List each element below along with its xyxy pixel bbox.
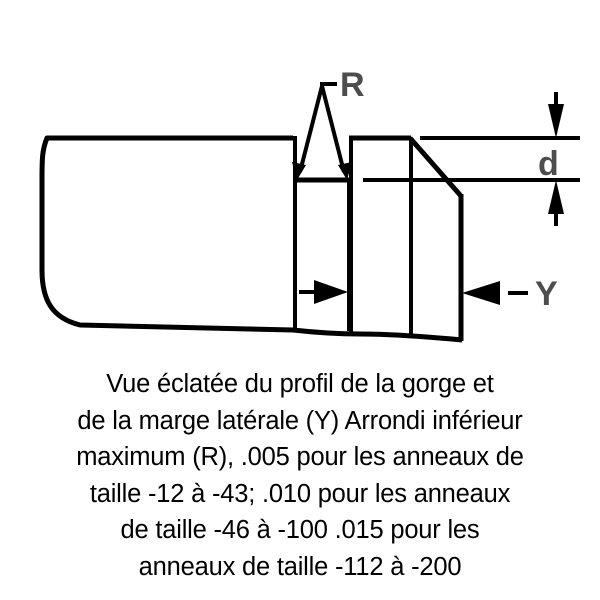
depth-arrowhead-bottom [548,180,564,214]
radius-arrowhead-left [292,162,306,180]
side-margin-label: Y [535,275,558,313]
groove-profile-figure: R Y d [39,66,580,343]
depth-arrowhead-top [548,104,564,138]
body-outline-bottom-right [292,327,463,343]
side-margin-arrowhead [462,281,500,305]
body-outline-left [39,135,294,333]
caption-line: de la marge latérale (Y) Arrondi inférie… [77,406,523,435]
caption-line: taille -12 à -43; .010 pour les anneaux [89,479,511,508]
land-chamfer-edge [408,136,463,198]
depth-label: d [538,145,559,183]
radius-label: R [340,66,365,104]
caption-line: anneaux de taille -112 à -200 [138,552,462,581]
radius-leader-right [320,85,346,173]
figure-caption: Vue éclatée du profil de la gorge et de … [30,366,570,585]
groove-width-arrowhead [314,280,348,304]
radius-arrowhead-right [338,162,352,180]
caption-line: de taille -46 à -100 .015 pour les [120,516,480,544]
caption-line: maximum (R), .005 pour les anneaux de [76,443,524,471]
caption-line: Vue éclatée du profil de la gorge et [106,370,494,398]
radius-leader-left [298,85,324,173]
